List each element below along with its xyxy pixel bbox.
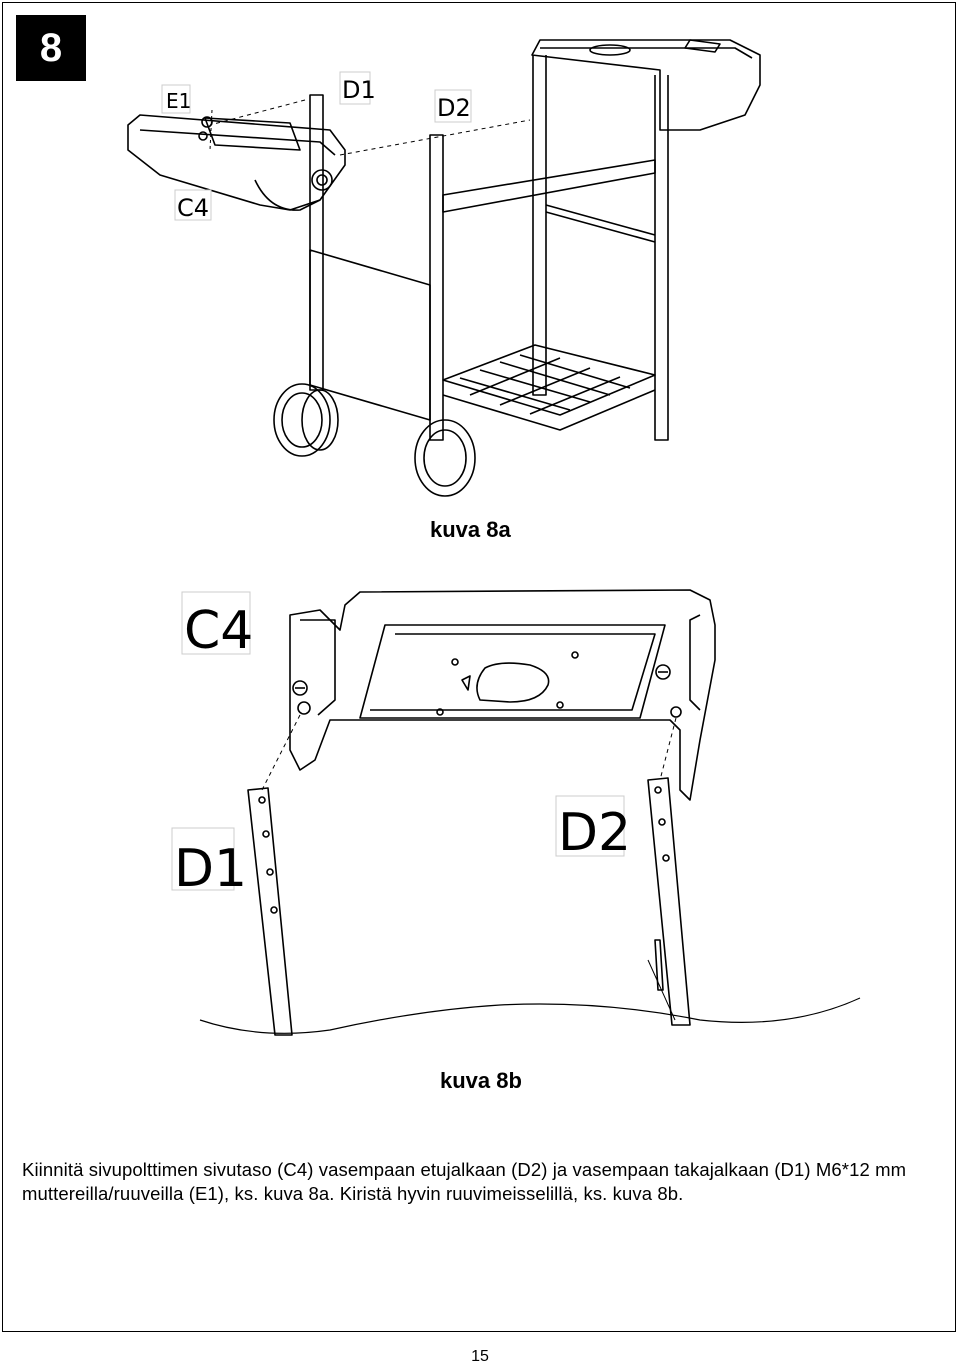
figure-8a-label-d1: D1: [342, 76, 376, 104]
instructions-text: Kiinnitä sivupolttimen sivutaso (C4) vas…: [22, 1158, 947, 1206]
figure-8b-illustration: C4 D1 D2: [171, 589, 861, 1036]
figure-8a-caption: kuva 8a: [430, 517, 511, 542]
page-number: 15: [471, 1348, 489, 1365]
instructions-line-1: Kiinnitä sivupolttimen sivutaso (C4) vas…: [22, 1159, 907, 1180]
figure-8a-label-e1: E1: [166, 89, 191, 113]
figure-8b-label-d1: D1: [174, 839, 247, 899]
figure-8a-illustration: E1 D1 D2 C4: [127, 39, 761, 497]
figure-8a-label-c4: C4: [177, 194, 209, 222]
page-frame: [2, 2, 956, 1332]
figure-8a-label-d2: D2: [437, 94, 471, 122]
step-number-badge: 8: [16, 15, 86, 81]
figure-8b-label-d2: D2: [558, 803, 631, 863]
figure-8b-caption: kuva 8b: [440, 1068, 522, 1093]
instructions-line-2: muttereilla/ruuveilla (E1), ks. kuva 8a.…: [22, 1183, 684, 1204]
figure-8b-label-c4: C4: [184, 601, 253, 661]
